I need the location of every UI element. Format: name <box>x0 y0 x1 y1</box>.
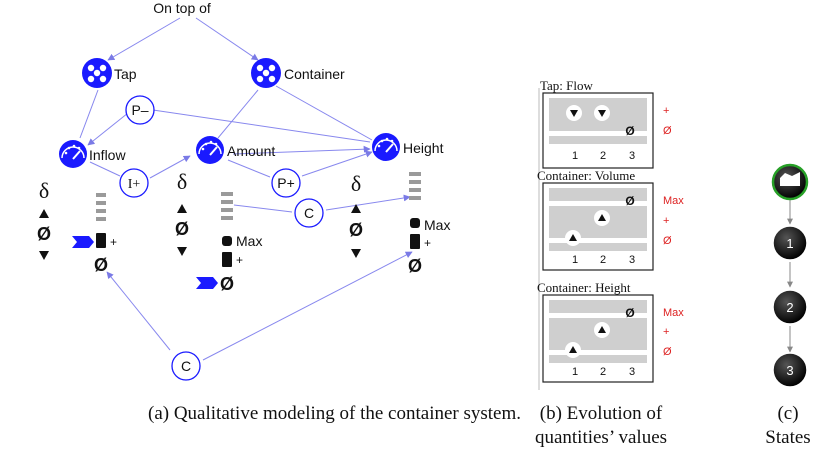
quantity-amount-label: Amount <box>227 143 275 159</box>
panel-b-value-history: Tap: Flow Ø 1 2 3 + Ø Container: Volume … <box>535 78 684 448</box>
chart-container-volume: Ø 1 2 3 <box>542 182 654 271</box>
svg-text:Ø: Ø <box>625 194 634 208</box>
decreasing-arrow-icon <box>598 110 606 117</box>
start-state[interactable] <box>771 163 809 201</box>
current-value-marker <box>196 277 218 289</box>
svg-text:Ø: Ø <box>663 125 672 137</box>
caption-c-line2: States <box>765 427 810 448</box>
svg-text:+: + <box>663 326 669 338</box>
svg-text:Ø: Ø <box>408 256 422 276</box>
volume-title: Container: Volume <box>537 168 635 183</box>
gauge-icon <box>59 140 87 168</box>
state-1-label: 1 <box>786 236 793 251</box>
svg-text:Ø: Ø <box>625 306 634 320</box>
increasing-arrow-icon <box>569 346 577 353</box>
svg-text:P+: P+ <box>277 175 295 191</box>
svg-text:Max: Max <box>663 307 684 319</box>
svg-text:+: + <box>663 215 669 227</box>
chart-container-height: Ø 1 2 3 <box>542 294 654 383</box>
scenario-icon <box>780 172 800 186</box>
quantity-height-label: Height <box>403 140 444 156</box>
entity-container-label: Container <box>284 66 345 82</box>
svg-text:Ø: Ø <box>94 255 108 275</box>
svg-text:Max: Max <box>236 233 262 249</box>
current-value-marker <box>72 236 94 248</box>
quantity-space-amount: Max + Ø <box>196 192 262 294</box>
relation-correspondence-bottom: C <box>171 351 201 381</box>
quantity-inflow-label: Inflow <box>89 147 126 163</box>
quantity-height: Height <box>372 133 444 161</box>
top-relation-label: On top of <box>153 0 211 16</box>
quantity-inflow: Inflow <box>59 140 126 168</box>
state-2-label: 2 <box>786 300 793 315</box>
quantity-amount: Amount <box>196 136 275 164</box>
panel-c-states: 1 2 3 (c) States <box>765 163 811 448</box>
svg-text:+: + <box>110 235 117 249</box>
relation-correspondence-mid: C <box>294 198 324 228</box>
increasing-arrow-icon <box>569 234 577 241</box>
gauge-icon <box>196 136 224 164</box>
chart-tap-flow: Ø 1 2 3 <box>542 92 654 169</box>
svg-text:1: 1 <box>572 150 578 162</box>
decreasing-arrow-icon <box>570 110 578 117</box>
value-markers-volume <box>565 210 610 246</box>
relation-p-minus: P– <box>125 95 155 125</box>
svg-text:1: 1 <box>572 254 578 266</box>
entity-tap: Tap <box>82 58 137 88</box>
svg-text:C: C <box>304 205 314 221</box>
svg-text:2: 2 <box>600 150 606 162</box>
gauge-icon <box>372 133 400 161</box>
derivative-symbol: δ <box>351 171 361 196</box>
increasing-arrow-icon <box>598 214 606 221</box>
structure-lines <box>79 17 413 361</box>
height-title: Container: Height <box>537 280 631 295</box>
increasing-arrow-icon <box>598 326 606 333</box>
svg-text:2: 2 <box>600 366 606 378</box>
derivative-height: δ Ø <box>349 171 363 258</box>
svg-text:3: 3 <box>629 150 635 162</box>
relation-i-plus: I+ <box>119 168 149 198</box>
svg-text:Ø: Ø <box>37 224 51 244</box>
svg-text:Max: Max <box>424 217 450 233</box>
state-1[interactable]: 1 <box>772 225 808 261</box>
derivative-inflow: δ Ø <box>37 178 51 260</box>
svg-text:+: + <box>663 105 669 117</box>
svg-text:+: + <box>236 253 243 267</box>
state-2[interactable]: 2 <box>772 289 808 325</box>
caption-b-line1: (b) Evolution of <box>540 403 663 424</box>
svg-text:Ø: Ø <box>349 220 363 240</box>
svg-text:+: + <box>424 236 431 250</box>
svg-text:Max: Max <box>663 195 684 207</box>
caption-b-line2: quantities’ values <box>535 427 667 448</box>
relation-p-plus: P+ <box>271 168 301 198</box>
svg-text:3: 3 <box>629 366 635 378</box>
entity-container: Container <box>251 58 345 88</box>
state-3[interactable]: 3 <box>772 352 808 388</box>
derivative-symbol: δ <box>177 169 187 194</box>
svg-text:Ø: Ø <box>220 274 234 294</box>
caption-a: (a) Qualitative modeling of the containe… <box>148 403 521 424</box>
tap-flow-title: Tap: Flow <box>540 78 594 93</box>
entity-tap-label: Tap <box>114 66 137 82</box>
svg-text:Ø: Ø <box>625 124 634 138</box>
svg-text:I+: I+ <box>128 177 141 192</box>
svg-text:3: 3 <box>629 254 635 266</box>
svg-text:Ø: Ø <box>175 219 189 239</box>
value-markers-height <box>565 322 610 358</box>
derivative-amount: δ Ø <box>175 169 189 256</box>
quantity-space-height: Max + Ø <box>408 172 450 276</box>
svg-text:C: C <box>181 358 191 374</box>
state-3-label: 3 <box>786 363 793 378</box>
svg-text:2: 2 <box>600 254 606 266</box>
svg-text:Ø: Ø <box>663 235 672 247</box>
panel-a-diagram: On top of Tap Container P– <box>37 0 521 424</box>
svg-text:Ø: Ø <box>663 346 672 358</box>
value-markers-tap <box>566 105 610 121</box>
svg-text:P–: P– <box>131 102 148 118</box>
derivative-symbol: δ <box>39 178 49 203</box>
svg-text:1: 1 <box>572 366 578 378</box>
caption-c-line1: (c) <box>777 403 798 424</box>
quantity-space-inflow: + Ø <box>72 193 117 275</box>
